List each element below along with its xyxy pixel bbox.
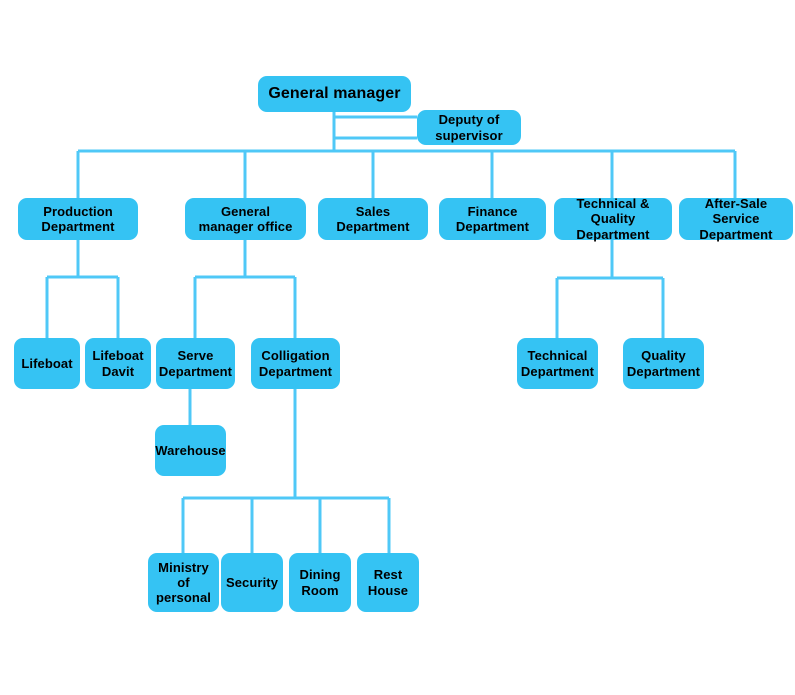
node-colligation-department[interactable]: Colligation Department	[251, 338, 340, 389]
node-warehouse[interactable]: Warehouse	[155, 425, 226, 476]
node-production-department[interactable]: Production Department	[18, 198, 138, 240]
node-sales-department[interactable]: Sales Department	[318, 198, 428, 240]
node-security[interactable]: Security	[221, 553, 283, 612]
node-serve-department[interactable]: Serve Department	[156, 338, 235, 389]
node-rest-house[interactable]: Rest House	[357, 553, 419, 612]
node-lifeboat[interactable]: Lifeboat	[14, 338, 80, 389]
node-technical-department[interactable]: Technical Department	[517, 338, 598, 389]
node-dining-room[interactable]: Dining Room	[289, 553, 351, 612]
node-after-sale-service-department[interactable]: After-Sale Service Department	[679, 196, 793, 242]
node-ministry-of-personal[interactable]: Ministry of personal	[148, 553, 219, 612]
node-general-manager[interactable]: General manager	[258, 76, 411, 112]
node-general-manager-office[interactable]: General manager office	[185, 198, 306, 240]
node-lifeboat-davit[interactable]: Lifeboat Davit	[85, 338, 151, 389]
node-technical-quality-department[interactable]: Technical & Quality Department	[554, 196, 672, 242]
node-deputy-of-supervisor[interactable]: Deputy of supervisor	[417, 110, 521, 145]
node-quality-department[interactable]: Quality Department	[623, 338, 704, 389]
node-finance-department[interactable]: Finance Department	[439, 198, 546, 240]
